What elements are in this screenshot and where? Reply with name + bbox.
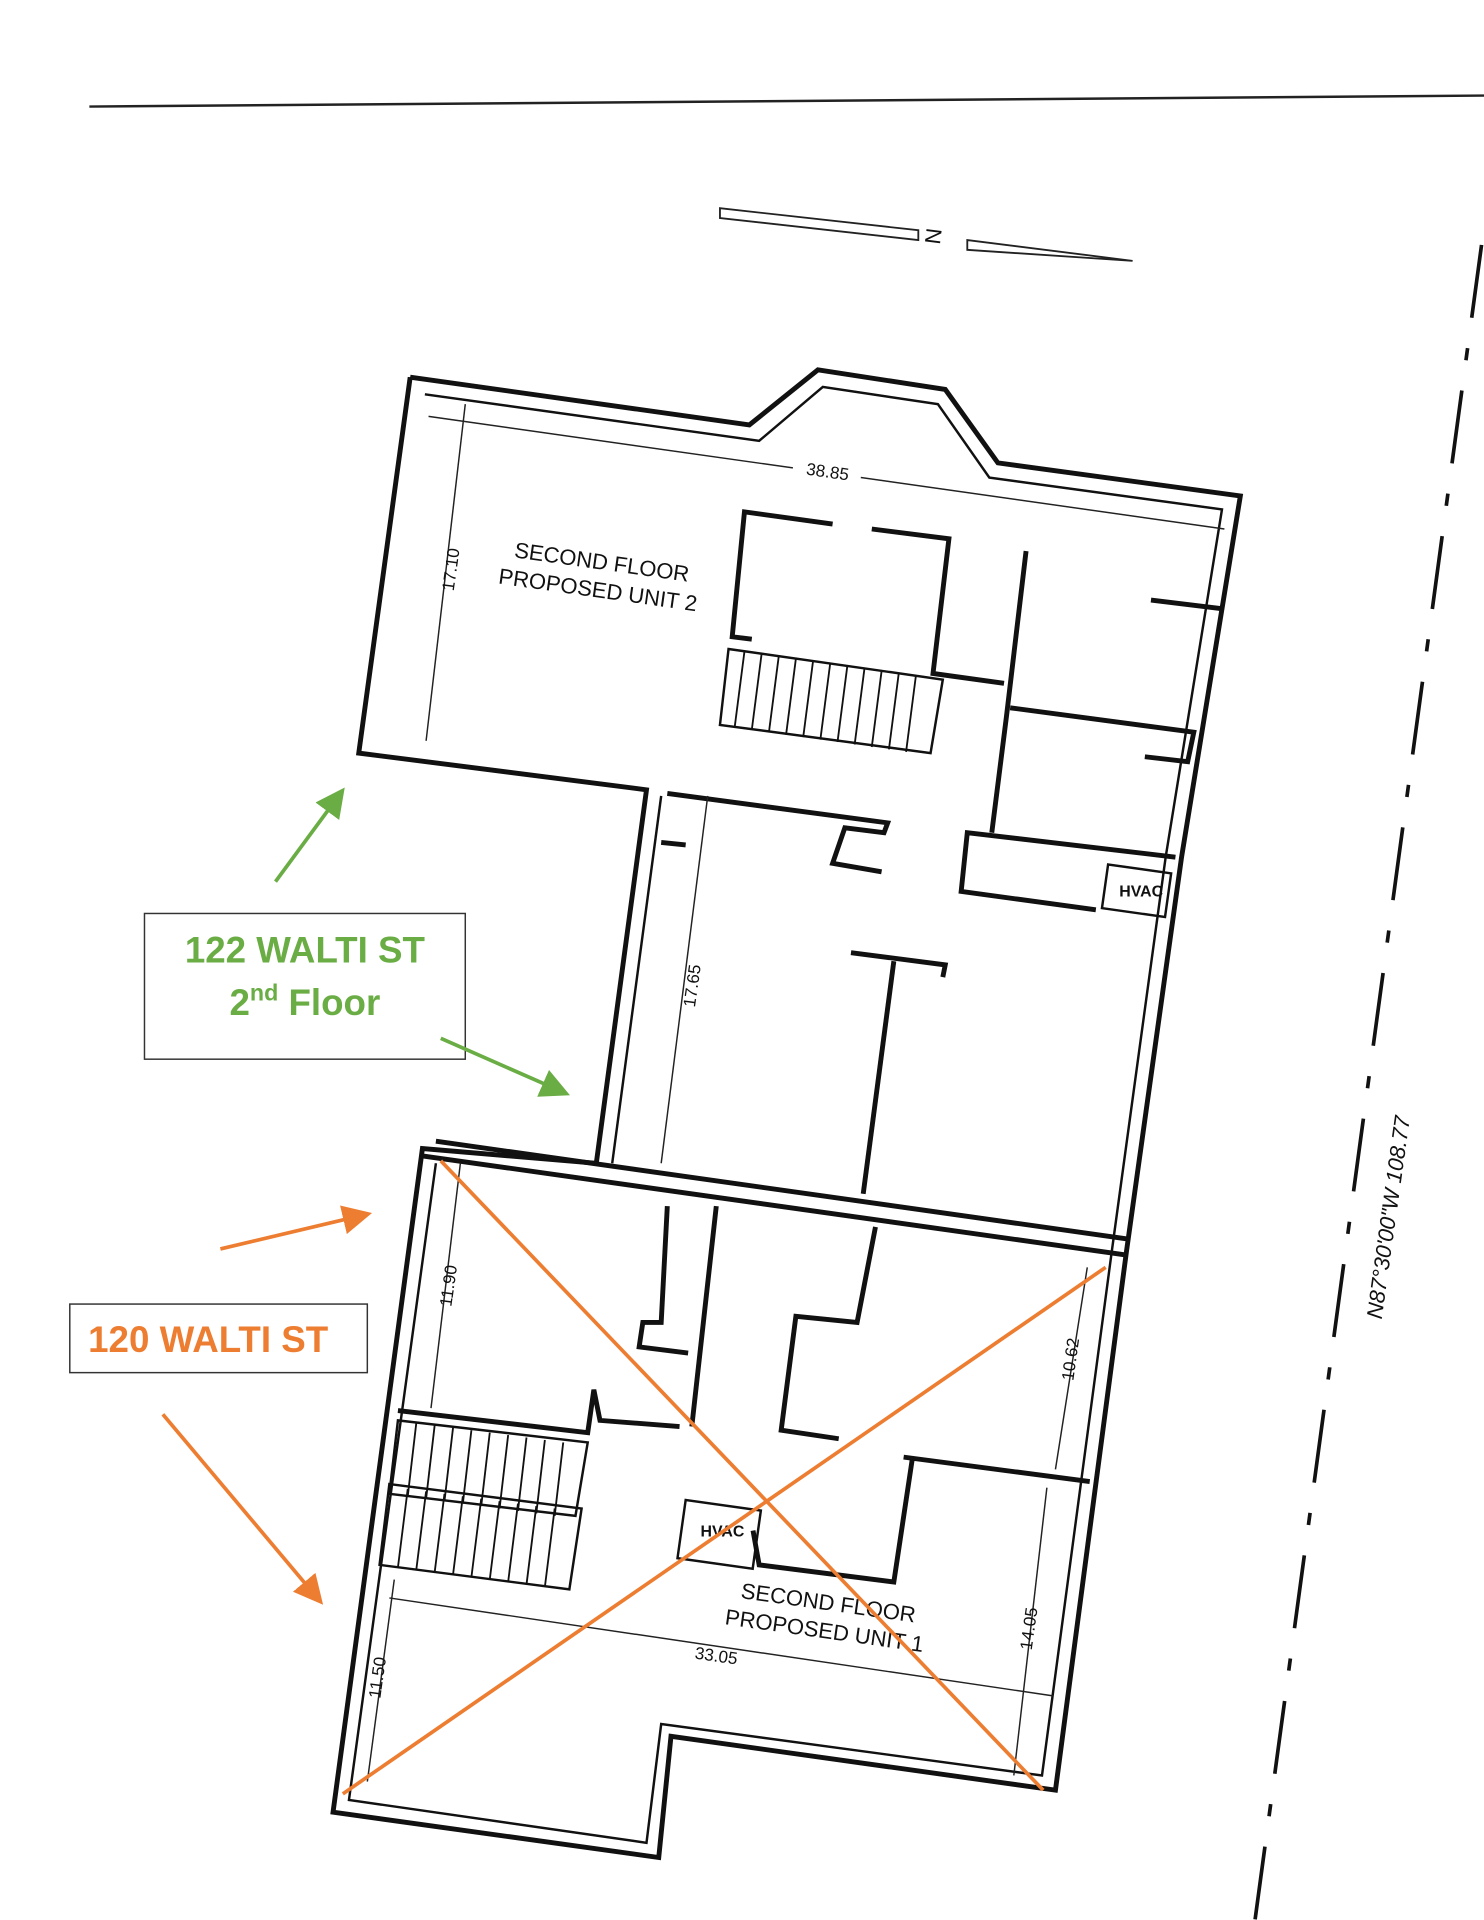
- interior-walls-unit2: [660, 509, 1222, 1195]
- annotation-122-line2: 2nd Floor: [229, 979, 380, 1023]
- dimension-unit1-left-lower: 11.50: [364, 1656, 390, 1700]
- north-arrow-icon: N: [719, 207, 1133, 262]
- staircase-unit1: [378, 1419, 590, 1591]
- orange-arrow-icon: [161, 1413, 324, 1605]
- green-arrow-icon: [274, 787, 345, 883]
- property-line-label: N87°30'00"W 108.77: [1362, 1114, 1415, 1321]
- dimension-unit1-right-lower: 14.05: [1016, 1606, 1042, 1651]
- cross-out-mark: [341, 1159, 1107, 1796]
- dimension-lines: [366, 404, 1225, 1782]
- unit2-label: SECOND FLOOR PROPOSED UNIT 2: [497, 537, 699, 616]
- annotation-122-line1: 122 WALTI ST: [185, 929, 426, 970]
- annotation-122-walti: 122 WALTI ST 2nd Floor: [143, 912, 467, 1060]
- dimension-unit1-left-upper: 11.90: [435, 1264, 461, 1308]
- dimension-unit2-depth: 17.10: [438, 547, 464, 592]
- interior-walls-unit1: [378, 1205, 1091, 1591]
- page-top-line: [89, 94, 1484, 108]
- unit1-label: SECOND FLOOR PROPOSED UNIT 1: [724, 1578, 926, 1657]
- green-arrow-icon: [440, 1036, 570, 1097]
- annotation-120-line1: 120 WALTI ST: [88, 1319, 329, 1360]
- orange-arrow-icon: [219, 1205, 373, 1251]
- dimension-unit1-width: 33.05: [694, 1643, 739, 1669]
- exterior-walls: [330, 367, 1244, 1861]
- hvac-label-unit2: HVAC: [1119, 883, 1163, 900]
- property-line: [1253, 244, 1484, 1920]
- dimension-middle-depth: 17.65: [679, 963, 705, 1008]
- dimension-unit1-right-upper: 10.62: [1057, 1337, 1083, 1382]
- north-label: N: [920, 227, 947, 246]
- annotation-120-walti: 120 WALTI ST: [69, 1303, 369, 1374]
- staircase-unit2: [718, 647, 945, 755]
